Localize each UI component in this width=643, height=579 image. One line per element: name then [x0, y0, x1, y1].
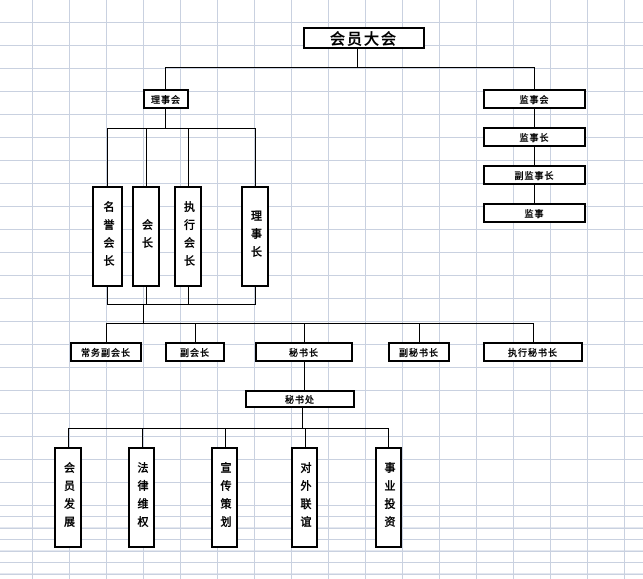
connector — [107, 128, 108, 186]
box-publicity-planning[interactable]: 宣传策划 — [211, 447, 238, 548]
secretariat-label: 秘书处 — [284, 394, 315, 405]
box-external-liaison[interactable]: 对外联谊 — [291, 447, 318, 548]
box-legal-rights[interactable]: 法律维权 — [128, 447, 155, 548]
connector — [143, 304, 144, 323]
box-chief-supervisor[interactable]: 监事长 — [483, 127, 586, 147]
connector — [165, 109, 166, 128]
connector — [305, 428, 306, 447]
connector — [302, 408, 303, 428]
deputy-chief-supervisor-label: 副监事长 — [514, 170, 555, 181]
connector — [533, 323, 534, 342]
connector — [165, 67, 166, 89]
connector — [534, 147, 535, 165]
executive-secretary-general-label: 执行秘书长 — [507, 347, 558, 358]
box-member-development[interactable]: 会员发展 — [54, 447, 82, 548]
connector — [357, 49, 358, 67]
members-assembly-label: 会员大会 — [329, 30, 398, 48]
box-secretariat[interactable]: 秘书处 — [245, 390, 355, 408]
connector — [225, 428, 226, 447]
honorary-president-label: 名誉会长 — [102, 200, 114, 273]
box-business-investment[interactable]: 事业投资 — [375, 447, 402, 548]
connector — [146, 128, 147, 186]
connector — [534, 185, 535, 203]
connector — [304, 323, 305, 342]
box-council-chairman[interactable]: 理事长 — [241, 186, 269, 287]
secretary-general-label: 秘书长 — [288, 347, 319, 358]
box-president[interactable]: 会长 — [132, 186, 160, 287]
connector — [107, 287, 108, 304]
connector — [534, 109, 535, 127]
supervisory-board-label: 监事会 — [519, 94, 550, 105]
box-honorary-president[interactable]: 名誉会长 — [92, 186, 123, 287]
box-deputy-secretary-general[interactable]: 副秘书长 — [388, 342, 450, 362]
spreadsheet-gridlines-dense-band — [0, 506, 643, 579]
box-council[interactable]: 理事会 — [143, 89, 189, 109]
box-deputy-chief-supervisor[interactable]: 副监事长 — [483, 165, 586, 185]
deputy-secretary-general-label: 副秘书长 — [398, 347, 439, 358]
connector — [534, 67, 535, 89]
external-liaison-label: 对外联谊 — [299, 461, 311, 534]
vice-president-label: 副会长 — [179, 347, 210, 358]
box-secretary-general[interactable]: 秘书长 — [255, 342, 353, 362]
connector — [146, 287, 147, 304]
connector — [255, 287, 256, 304]
council-chairman-label: 理事长 — [249, 209, 262, 264]
connector — [388, 428, 389, 447]
box-executive-vice-president[interactable]: 常务副会长 — [70, 342, 142, 362]
connector — [106, 323, 534, 324]
council-label: 理事会 — [150, 94, 181, 105]
member-development-label: 会员发展 — [62, 461, 75, 534]
connector — [165, 67, 535, 68]
box-supervisory-board[interactable]: 监事会 — [483, 89, 586, 109]
executive-president-label: 执行会长 — [182, 200, 195, 273]
president-label: 会长 — [140, 218, 153, 255]
connector — [107, 304, 256, 305]
supervisor-label: 监事 — [524, 208, 545, 219]
box-executive-secretary-general[interactable]: 执行秘书长 — [483, 342, 583, 362]
publicity-planning-label: 宣传策划 — [219, 461, 231, 534]
connector — [255, 128, 256, 186]
connector — [107, 128, 256, 129]
connector — [188, 287, 189, 304]
connector — [188, 128, 189, 186]
box-vice-president[interactable]: 副会长 — [165, 342, 225, 362]
connector — [68, 428, 69, 447]
executive-vice-president-label: 常务副会长 — [80, 347, 131, 358]
box-executive-president[interactable]: 执行会长 — [174, 186, 202, 287]
connector — [68, 428, 389, 429]
chief-supervisor-label: 监事长 — [519, 132, 550, 143]
connector — [195, 323, 196, 342]
box-members-assembly[interactable]: 会员大会 — [303, 27, 425, 49]
connector — [142, 428, 143, 447]
connector — [304, 362, 305, 390]
legal-rights-label: 法律维权 — [136, 461, 148, 534]
business-investment-label: 事业投资 — [383, 461, 395, 534]
box-supervisor[interactable]: 监事 — [483, 203, 586, 223]
connector — [106, 323, 107, 342]
connector — [419, 323, 420, 342]
